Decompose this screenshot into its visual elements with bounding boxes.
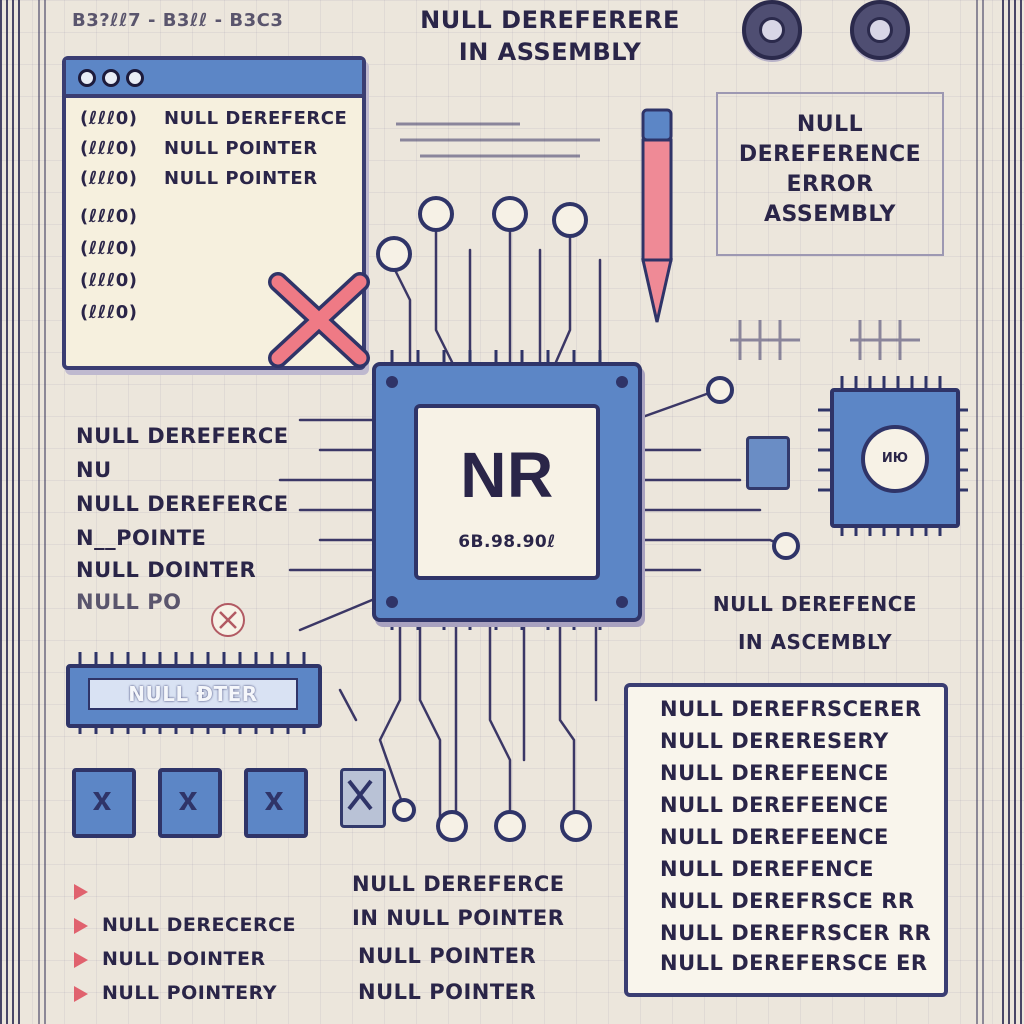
cpu-main-label: NR (460, 439, 554, 511)
left-inner-stripes (38, 0, 48, 1024)
error-box-line: ERROR (786, 172, 874, 197)
chip-long-label: NULL ƉTER (88, 678, 298, 710)
mini-chip-icon[interactable] (72, 768, 136, 838)
text-line: NULL DOINTER (102, 948, 266, 970)
title-line-1: NULL DEREFERERE (420, 6, 680, 34)
text-line: N__POINTE (76, 526, 207, 550)
text-line: NULL DEREFERCE (76, 424, 289, 448)
left-border-stripes (0, 0, 22, 1024)
knob-icon[interactable] (850, 0, 910, 60)
error-box-line: DEREFERENCE (738, 142, 922, 167)
text-line: IN NULL POINTER (352, 906, 565, 930)
list-item: NULL DEREFEENCE (660, 793, 889, 817)
text-line: NU (76, 458, 112, 482)
text-line: NULL POINTER (358, 944, 537, 968)
window-row: (ℓℓℓ0) (80, 270, 138, 291)
page-title: NULL DEREFERERE IN ASSEMBLY (380, 4, 720, 68)
chip-label: ИЮ (861, 425, 929, 493)
list-item: NULL DEREFRSCER RR (660, 921, 932, 945)
text-line: NULL DEREFERCE (76, 492, 289, 516)
caption-line: IN ASCEMBLY (737, 630, 893, 654)
window-row: (ℓℓℓ0) (80, 206, 138, 227)
error-box-line: ASSEMBLY (764, 202, 896, 227)
window-row: (ℓℓℓ0) (80, 238, 138, 259)
arrow-icon (74, 884, 88, 900)
chip-icon[interactable]: ИЮ (830, 388, 960, 528)
right-border-stripes (1002, 0, 1024, 1024)
right-inner-stripes (976, 0, 986, 1024)
list-item: NULL DEREFRSCE RR (660, 889, 915, 913)
text-line: NULL PO (76, 590, 182, 614)
header-code: B3?ℓℓ7 - B3ℓℓ - B3C3 (72, 10, 284, 31)
component-icon (746, 436, 790, 490)
text-line: NULL POINTER (358, 980, 537, 1004)
cpu-sub-label: 6B.98.90ℓ (458, 532, 556, 552)
close-icon (268, 272, 370, 368)
arrow-icon (74, 918, 88, 934)
window-row: (ℓℓℓ0) (80, 302, 138, 323)
text-line: NULL DOINTER (76, 558, 257, 582)
list-item: NULL DEREFENCE (660, 857, 875, 881)
text-line: NULL DEREFERCE (352, 872, 565, 896)
list-item: NULL DEREFERSCE ER (660, 951, 928, 975)
text-line: NULL DERECERCE (102, 914, 296, 936)
mini-chip-icon[interactable] (158, 768, 222, 838)
chip-icon[interactable]: NULL ƉTER (66, 664, 322, 728)
window-dot-1[interactable] (78, 69, 96, 87)
knob-icon[interactable] (742, 0, 802, 60)
caption-line: NULL DEREFENCE (712, 592, 918, 616)
error-box-line: NULL (796, 112, 864, 137)
arrow-icon (74, 986, 88, 1002)
mini-chip-icon[interactable] (244, 768, 308, 838)
window-dot-2[interactable] (102, 69, 120, 87)
list-item: NULL DEREFEENCE (660, 761, 889, 785)
window-row: (ℓℓℓ0)NULL DEREFERCE (80, 108, 348, 129)
arrow-icon (74, 952, 88, 968)
pencil-icon (641, 108, 673, 323)
list-item: NULL DEREFEENCE (660, 825, 889, 849)
text-line: NULL POINTERY (102, 982, 277, 1004)
window-row: (ℓℓℓ0)NULL POINTER (80, 138, 318, 159)
error-list-panel: NULL DEREFRSCERER NULL DERERESERY NULL D… (624, 683, 948, 997)
right-caption: NULL DEREFENCE IN ASCEMBLY (690, 592, 940, 654)
error-label-box: NULL DEREFERENCE ERROR ASSEMBLY (716, 92, 944, 256)
window-row: (ℓℓℓ0)NULL POINTER (80, 168, 318, 189)
window-titlebar (66, 60, 362, 98)
cpu-icon[interactable]: NR 6B.98.90ℓ (372, 362, 642, 622)
title-line-2: IN ASSEMBLY (458, 38, 642, 66)
error-window: (ℓℓℓ0)NULL DEREFERCE (ℓℓℓ0)NULL POINTER … (62, 56, 370, 370)
list-item: NULL DERERESERY (660, 729, 889, 753)
window-dot-3[interactable] (126, 69, 144, 87)
cpu-label-panel: NR 6B.98.90ℓ (414, 404, 600, 580)
close-icon[interactable] (340, 768, 386, 828)
list-item: NULL DEREFRSCERER (660, 697, 922, 721)
